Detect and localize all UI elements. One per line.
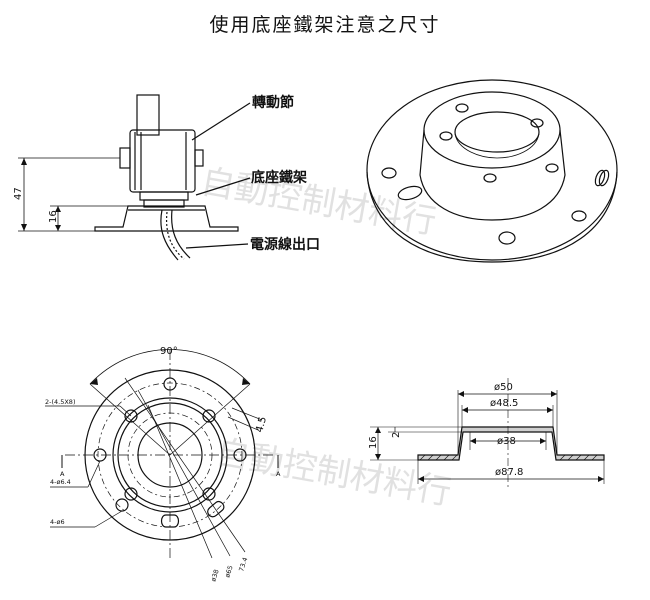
section-mark-right: A	[276, 470, 281, 478]
slot-hole	[160, 514, 180, 528]
dim-o50: ø50	[494, 382, 513, 393]
dim-o87-8: ø87.8	[495, 467, 523, 478]
watermark-upper: 自動控制材料行	[198, 162, 439, 243]
dim-o65: ø65	[223, 564, 234, 578]
hole-note-1: 2-(4.5X8)	[45, 398, 75, 406]
dim-o48-5: ø48.5	[490, 398, 518, 409]
center-hole	[454, 111, 540, 153]
svg-text:自動控制材料行: 自動控制材料行	[198, 162, 439, 243]
dim-height-total: 47	[13, 187, 24, 200]
power-cable	[160, 209, 179, 261]
front-view: 90° 2-(4.5X8) 4-ø6.4 4-ø6 A A 4.5 ø38 ø6…	[45, 346, 281, 583]
label-outlet: 電源線出口	[250, 236, 320, 253]
label-joint: 轉動節	[252, 94, 294, 111]
hole-note-3: 4-ø6	[50, 518, 65, 526]
section-mark-left: A	[60, 470, 65, 478]
flange-outer	[366, 79, 618, 261]
dim-height-base: 16	[48, 210, 59, 223]
label-bracket: 底座鐵架	[251, 169, 307, 186]
hole-note-2: 4-ø6.4	[50, 478, 71, 486]
dim-73-4: 73.4	[237, 556, 249, 572]
collar-top	[423, 91, 561, 169]
isometric-view	[366, 79, 618, 263]
joint-knob	[119, 147, 131, 169]
dim-2: 2	[391, 432, 402, 438]
dim-o38-front: ø38	[209, 568, 220, 582]
dim-4-5: 4.5	[254, 416, 269, 434]
page-title: 使用底座鐵架注意之尺寸	[209, 14, 441, 36]
vertical-post	[136, 94, 160, 136]
joint-housing	[129, 129, 196, 193]
base-bracket	[94, 205, 239, 232]
dim-16-section: 16	[368, 436, 379, 449]
dim-o38-section: ø38	[497, 436, 516, 447]
angle-label: 90°	[160, 346, 178, 357]
side-view: 轉動節 底座鐵架 電源線出口 47 16	[13, 94, 320, 261]
section-view: ø50 ø48.5 ø38 ø87.8 16 2	[368, 378, 605, 490]
